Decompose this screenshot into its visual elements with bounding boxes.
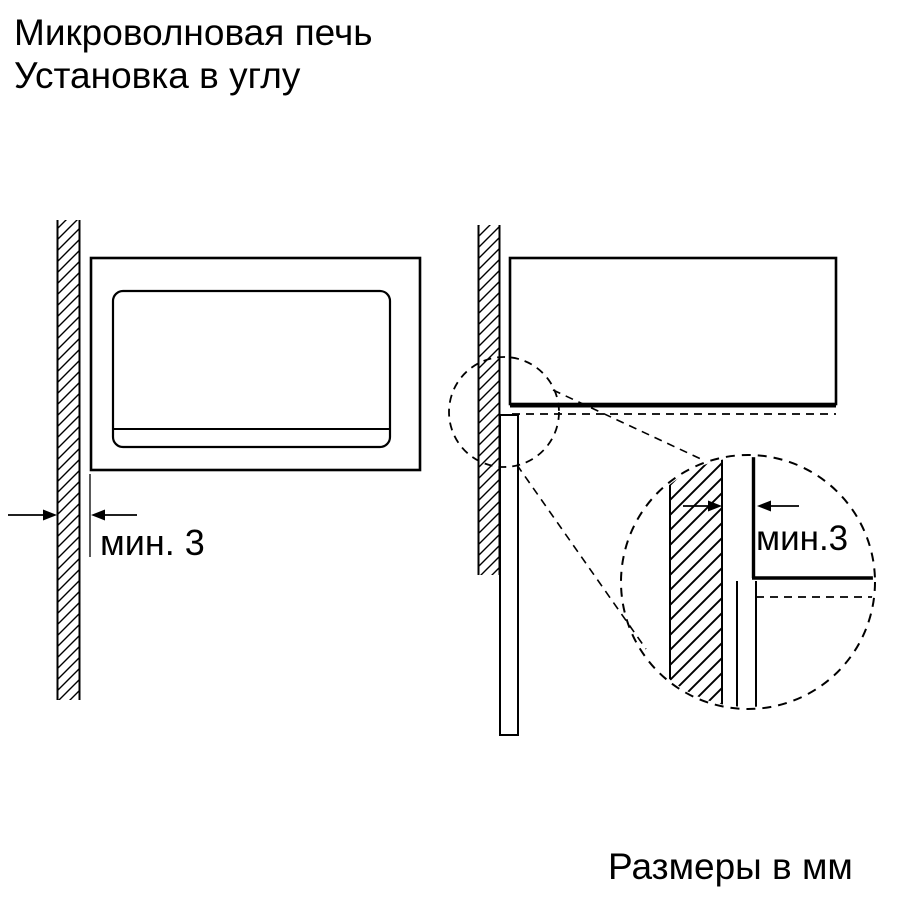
callout-leader-line-lower	[516, 464, 647, 650]
cabinet-side-panel	[499, 414, 519, 736]
detail-arrowhead-right-pointing	[708, 500, 722, 512]
units-label: Размеры в мм	[608, 846, 853, 887]
detail-view	[620, 454, 876, 710]
detail-wall-hatch	[670, 457, 722, 707]
microwave-top-view	[508, 256, 838, 406]
gap-arrowhead-left-pointing	[91, 509, 105, 521]
callout-source-circle	[448, 356, 560, 468]
right-wall-hatch	[478, 225, 500, 575]
front-gap-label: мин. 3	[100, 522, 205, 563]
detail-gap-label: мин.3	[756, 519, 848, 558]
left-wall-hatch	[57, 220, 80, 700]
side-view	[448, 225, 838, 736]
page-title-line2: Установка в углу	[14, 55, 301, 96]
microwave-front-body	[89, 256, 422, 472]
detail-arrowhead-left-pointing	[757, 500, 771, 512]
gap-arrowhead-right-pointing	[43, 509, 57, 521]
detail-magnifier-circle	[620, 454, 876, 710]
front-view	[8, 220, 422, 700]
microwave-door-window	[111, 289, 392, 449]
page-title-line1: Микроволновая печь	[14, 12, 373, 53]
